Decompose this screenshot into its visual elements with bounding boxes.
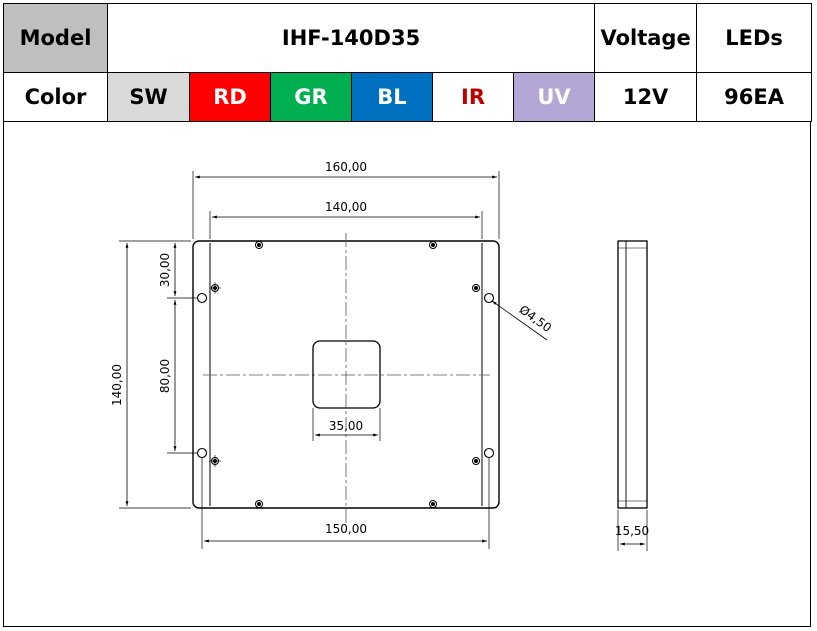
dim-overall-height: 140,00 (110, 364, 124, 406)
model-label: Model (3, 3, 108, 73)
color-option-sw: SW (107, 72, 190, 122)
color-option-bl: BL (351, 72, 433, 122)
leds-value: 96EA (696, 72, 813, 122)
dim-hole-diameter: Ø4,50 (517, 302, 554, 335)
spec-table: Model IHF-140D35 Voltage LEDs Color SW R… (3, 3, 813, 122)
dim-hole-spacing: 80,00 (158, 359, 172, 393)
dim-top-offset: 30,00 (158, 253, 172, 287)
color-option-gr: GR (270, 72, 352, 122)
voltage-value: 12V (594, 72, 698, 122)
dim-thickness: 15,50 (615, 524, 649, 538)
screw-hole-crosshairs (209, 282, 221, 467)
dim-inner-width: 140,00 (325, 200, 367, 214)
dim-overall-width: 160,00 (325, 160, 367, 174)
leader-hole-diameter (491, 300, 548, 341)
screw-holes (211, 241, 480, 508)
dim-bottom-width: 150,00 (325, 522, 367, 536)
color-label: Color (3, 72, 108, 122)
dim-window-width: 35,00 (329, 419, 363, 433)
voltage-label: Voltage (594, 3, 698, 73)
technical-drawing: 160,00 140,00 150,00 35,00 140,00 30,00 … (110, 160, 649, 551)
color-option-rd: RD (189, 72, 271, 122)
leds-label: LEDs (696, 3, 813, 73)
side-view-outline (617, 240, 648, 509)
center-window (312, 340, 381, 409)
color-option-uv: UV (512, 72, 596, 122)
model-value: IHF-140D35 (106, 3, 596, 73)
mounting-holes (196, 292, 495, 459)
color-option-ir: IR (432, 72, 514, 122)
